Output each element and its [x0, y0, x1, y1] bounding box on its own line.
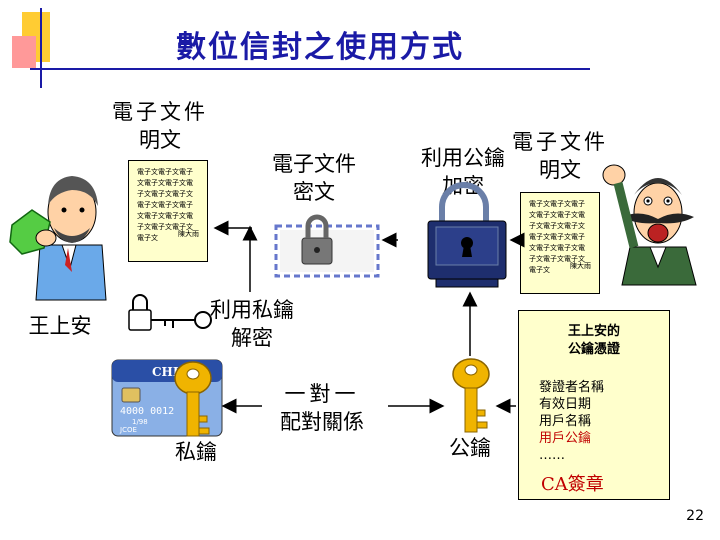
- pairing-line1: 一對一: [284, 382, 360, 406]
- plaintext-right-line1: 電子文件: [512, 130, 608, 154]
- locked-computer-icon: [427, 182, 507, 288]
- document-signature: 陳大雨: [178, 230, 199, 238]
- plaintext-left-label: 電子文件 明文: [100, 98, 220, 154]
- cert-title-line1: 王上安的: [567, 324, 620, 339]
- locked-envelope-illustration: [274, 214, 380, 278]
- cert-fields: 發證者名稱 有效日期 用戶名稱 用戶公鑰 ……: [539, 379, 669, 464]
- encrypt-line1: 利用公鑰: [421, 146, 505, 170]
- plaintext-document-left: 電子文電子文電子文電子文電子文電子文電子文電子文電子文電子文電子文電子文電子文電…: [128, 160, 208, 262]
- cert-field-public-key: 用戶公鑰: [539, 431, 592, 446]
- card-number: 4000 0012: [120, 406, 174, 417]
- public-key-certificate: 王上安的 公鑰憑證 發證者名稱 有效日期 用戶名稱 用戶公鑰 …… CA簽章: [518, 310, 670, 500]
- decor-horizontal-line: [30, 68, 590, 70]
- cert-ca-signature: CA簽章: [541, 474, 604, 495]
- decor-square-red: [12, 36, 36, 68]
- cert-field-username: 用戶名稱: [539, 414, 592, 429]
- plaintext-left-line1: 電子文件: [112, 100, 208, 124]
- decrypt-line2: 解密: [231, 326, 273, 350]
- decrypt-label: 利用私鑰 解密: [202, 296, 302, 352]
- decrypt-line1: 利用私鑰: [210, 298, 294, 322]
- public-key-label: 公鑰: [449, 436, 491, 460]
- cert-field-validity: 有效日期: [539, 397, 592, 412]
- private-key-label: 私鑰: [175, 440, 217, 464]
- key-with-padlock-icon: [128, 294, 212, 331]
- card-holder: JCOE: [119, 426, 137, 434]
- plaintext-left-line2: 明文: [139, 128, 181, 152]
- ciphertext-line1: 電子文件: [272, 152, 356, 176]
- document-body: 電子文電子文電子文電子文電子文電子文電子文電子文電子文電子文電子文電子文電子文電…: [137, 168, 193, 242]
- person-left-illustration: [9, 176, 107, 301]
- card-date: 1/98: [132, 418, 148, 426]
- plaintext-document-right: 電子文電子文電子文電子文電子文電子文電子文電子文電子文電子文電子文電子文電子文電…: [520, 192, 600, 294]
- cert-field-more: ……: [539, 448, 565, 463]
- decor-vertical-line: [40, 8, 42, 88]
- private-key-icon: [174, 361, 212, 437]
- document-signature-right: 陳大雨: [570, 262, 591, 270]
- pairing-line2: 配對關係: [280, 410, 364, 434]
- plaintext-right-line2: 明文: [539, 158, 581, 182]
- document-body-right: 電子文電子文電子文電子文電子文電子文電子文電子文電子文電子文電子文電子文電子文電…: [529, 200, 585, 274]
- public-key-icon: [452, 358, 490, 433]
- ciphertext-label: 電子文件 密文: [264, 150, 364, 206]
- pairing-label: 一對一 配對關係: [262, 380, 382, 436]
- cert-title-line2: 公鑰憑證: [567, 342, 620, 357]
- person-right-illustration: [602, 164, 697, 286]
- ciphertext-line2: 密文: [293, 180, 335, 204]
- page-number: 22: [686, 508, 704, 524]
- plaintext-right-label: 電子文件 明文: [500, 128, 620, 184]
- cert-field-issuer: 發證者名稱: [539, 380, 605, 395]
- user-name-label: 王上安: [28, 314, 92, 338]
- page-title: 數位信封之使用方式: [176, 30, 464, 65]
